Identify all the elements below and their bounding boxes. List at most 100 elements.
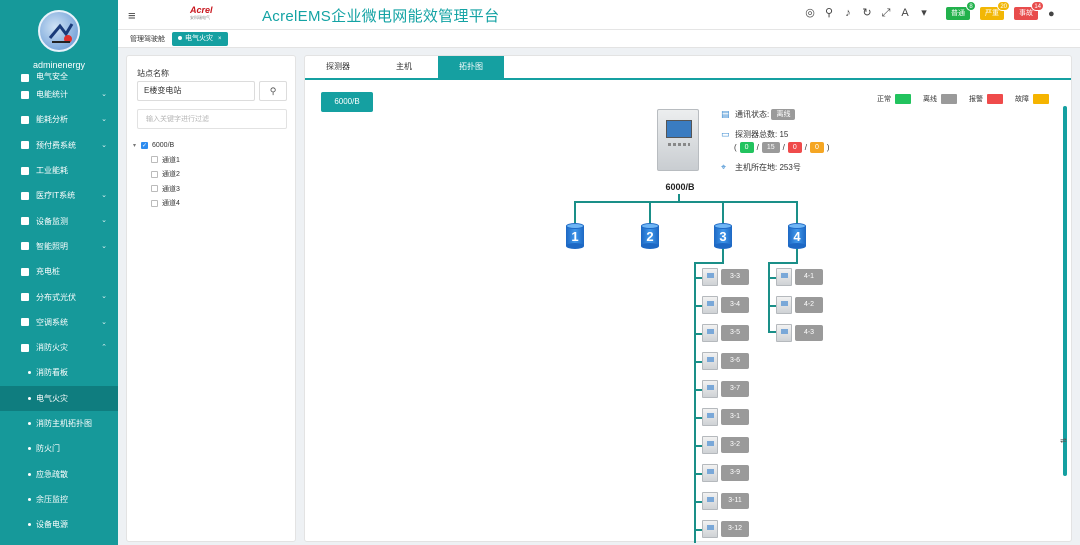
detector-label[interactable]: 4-2 <box>795 297 823 313</box>
detector-icon[interactable] <box>776 296 792 314</box>
tab-detectors[interactable]: 探测器 <box>326 62 350 71</box>
topology-line <box>694 262 724 264</box>
checkbox-checked[interactable]: ✓ <box>141 141 148 149</box>
detector-icon[interactable] <box>702 408 718 426</box>
host-device-image[interactable] <box>657 109 699 171</box>
detector-label[interactable]: 4-3 <box>795 325 823 341</box>
detector-label[interactable]: 3-11 <box>721 493 749 509</box>
badge-count: 20 <box>997 1 1010 11</box>
submenu-electrical-fire[interactable]: 电气火灾 <box>0 385 118 411</box>
chevron-down-icon: ⌄ <box>101 141 107 149</box>
detector-label[interactable]: 3-1 <box>721 409 749 425</box>
channel-2-node[interactable]: 2 <box>641 223 659 249</box>
tab-electrical-fire[interactable]: 电气火灾× <box>172 32 228 46</box>
search-icon[interactable]: ⚲ <box>824 7 834 19</box>
solar-icon <box>20 293 29 302</box>
submenu-fire-dashboard[interactable]: 消防看板 <box>0 360 118 385</box>
host-info: ▤通讯状态: 离线 ▭探测器总数: 15 (0/15/0/0) ⌖主机所在地: … <box>721 108 830 172</box>
detector-icon[interactable] <box>702 296 718 314</box>
prepaid-icon <box>20 141 29 150</box>
detector-icon[interactable] <box>702 520 718 538</box>
detector-label[interactable]: 3-4 <box>721 297 749 313</box>
menu-item-pv[interactable]: 分布式光伏⌄ <box>0 284 118 309</box>
checkbox[interactable] <box>151 199 158 207</box>
tab-dashboard[interactable]: 管理驾驶舱 <box>130 36 165 43</box>
detector-label[interactable]: 3-2 <box>721 437 749 453</box>
submenu-evacuation[interactable]: 应急疏散 <box>0 461 118 486</box>
checkbox[interactable] <box>151 185 158 193</box>
tree-node-channel[interactable]: 通道2 <box>133 167 180 182</box>
checkbox[interactable] <box>151 170 158 178</box>
sidebar-menu: 电气安全 电能统计⌄ 能耗分析⌄ 预付费系统⌄ 工业能耗 医疗IT系统⌄ 设备监… <box>0 68 118 537</box>
submenu-device-power[interactable]: 设备电源 <box>0 512 118 537</box>
detector-icon[interactable] <box>702 492 718 510</box>
tree-node-root[interactable]: ▾✓6000/B <box>133 141 175 149</box>
menu-item-prepaid[interactable]: 预付费系统⌄ <box>0 133 118 158</box>
submenu-fire-door[interactable]: 防火门 <box>0 436 118 461</box>
station-search-button[interactable]: ⚲ <box>259 81 287 101</box>
detector-label[interactable]: 3-3 <box>721 269 749 285</box>
detector-label[interactable]: 4-1 <box>795 269 823 285</box>
channel-1-node[interactable]: 1 <box>566 223 584 249</box>
menu-item-medical-it[interactable]: 医疗IT系统⌄ <box>0 183 118 208</box>
tab-host[interactable]: 主机 <box>396 62 412 71</box>
topology-line <box>768 262 770 332</box>
count-normal: 0 <box>739 141 754 153</box>
detector-icon[interactable] <box>702 352 718 370</box>
menu-item-industrial[interactable]: 工业能耗 <box>0 158 118 183</box>
detector-icon[interactable] <box>702 436 718 454</box>
close-icon[interactable]: × <box>218 36 222 42</box>
fullscreen-icon[interactable]: ⤢ <box>881 7 891 19</box>
tree-filter-input[interactable] <box>137 109 287 129</box>
detector-label[interactable]: 3-12 <box>721 521 749 537</box>
volume-icon[interactable]: ♪ <box>845 7 851 19</box>
tree-node-channel[interactable]: 通道3 <box>133 182 180 197</box>
detector-label[interactable]: 3-5 <box>721 325 749 341</box>
submenu-residual-pressure[interactable]: 余压监控 <box>0 487 118 512</box>
legend-offline: 离线 <box>923 94 957 104</box>
location-value: 253号 <box>779 162 801 172</box>
menu-item-device-monitor[interactable]: 设备监测⌄ <box>0 208 118 233</box>
vertical-scrollbar[interactable] <box>1063 106 1067 476</box>
detector-label[interactable]: 3-9 <box>721 465 749 481</box>
detector-icon[interactable] <box>702 464 718 482</box>
menu-item-energy-stats[interactable]: 电能统计⌄ <box>0 82 118 107</box>
detector-icon[interactable] <box>702 324 718 342</box>
menu-item-electrical-safety[interactable]: 电气安全 <box>0 68 118 82</box>
detector-icon[interactable] <box>776 324 792 342</box>
submenu-fire-host-topology[interactable]: 消防主机拓扑图 <box>0 411 118 436</box>
theme-shirt-icon[interactable]: ▾ <box>921 7 927 19</box>
avatar[interactable] <box>38 10 80 52</box>
menu-item-hvac[interactable]: 空调系统⌄ <box>0 310 118 335</box>
caret-down-icon[interactable]: ▾ <box>133 142 137 149</box>
detector-icon[interactable] <box>702 380 718 398</box>
menu-item-fire[interactable]: 消防火灾⌃ <box>0 335 118 360</box>
detector-label[interactable]: 3-7 <box>721 381 749 397</box>
menu-item-lighting[interactable]: 智能照明⌄ <box>0 234 118 259</box>
station-select[interactable]: E楼变电站 <box>137 81 255 101</box>
tab-topology[interactable]: 拓扑图 <box>438 56 504 78</box>
username: adminenergy <box>32 60 86 70</box>
hamburger-menu-icon[interactable]: ≡ <box>128 8 136 23</box>
slider-settings-icon[interactable]: ⇌ <box>1060 436 1067 445</box>
channel-4-node[interactable]: 4 <box>788 223 806 249</box>
menu-item-charging[interactable]: 充电桩 <box>0 259 118 284</box>
user-icon[interactable]: ● <box>1048 7 1055 20</box>
aircon-icon <box>20 318 29 327</box>
channel-3-node[interactable]: 3 <box>714 223 732 249</box>
detector-icon[interactable] <box>702 268 718 286</box>
detector-label[interactable]: 3-6 <box>721 353 749 369</box>
refresh-icon[interactable]: ↻ <box>862 7 872 19</box>
host-select-button[interactable]: 6000/B <box>321 92 373 112</box>
detector-icon[interactable] <box>776 268 792 286</box>
tree-node-channel[interactable]: 通道4 <box>133 196 180 211</box>
menu-item-energy-analysis[interactable]: 能耗分析⌄ <box>0 107 118 132</box>
checkbox[interactable] <box>151 156 158 164</box>
station-panel: 站点名称 E楼变电站 ⚲ ▾✓6000/B 通道1 通道2 通道3 通道4 <box>126 55 296 542</box>
tree-node-channel[interactable]: 通道1 <box>133 153 180 168</box>
font-size-icon[interactable]: A <box>901 7 909 19</box>
help-icon[interactable]: ◎ <box>805 7 815 19</box>
